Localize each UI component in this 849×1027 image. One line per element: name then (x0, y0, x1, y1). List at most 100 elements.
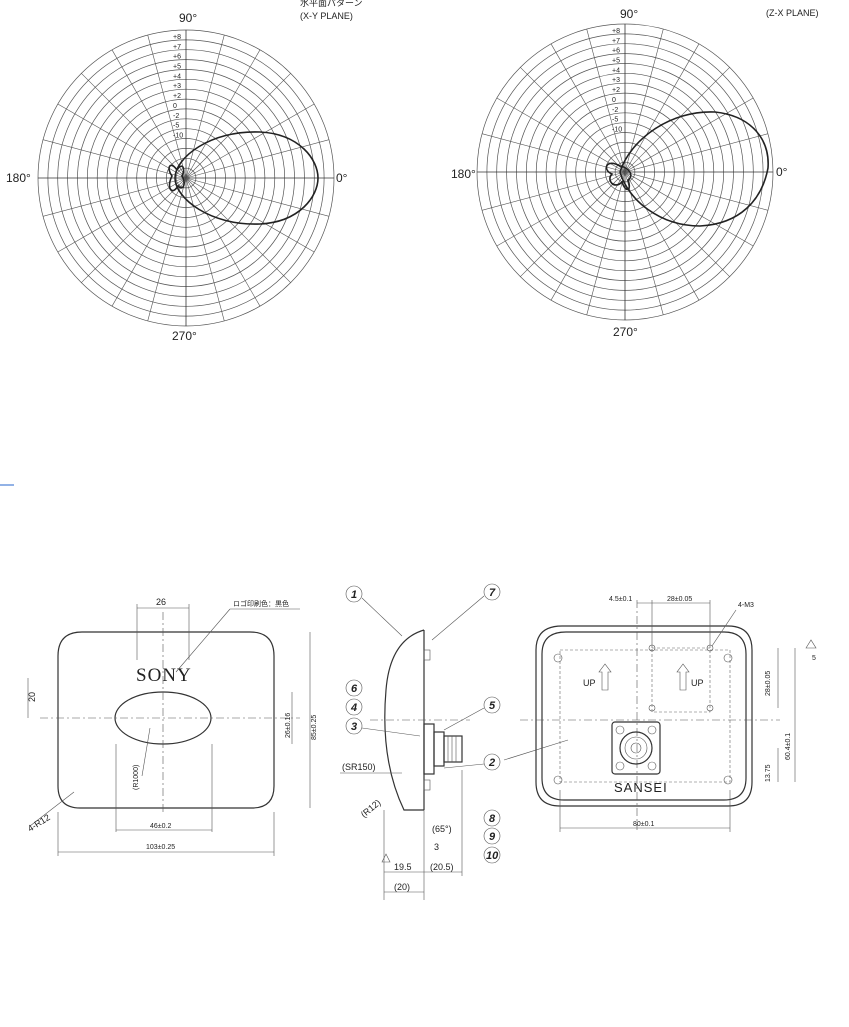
front-radius-label: (R1000) (133, 765, 140, 790)
callout-balloon (483, 753, 501, 771)
polar-plot-zx: 90° 0° 180° 270° (Z-X PLANE) +8+7+6+5+4+… (451, 7, 819, 339)
polar-spoke (81, 177, 187, 283)
polar-ring-label: +3 (612, 77, 620, 84)
polar-spoke (81, 73, 187, 179)
polar-spoke (185, 177, 315, 253)
back-up-label-1: UP (583, 678, 596, 688)
polar-spoke (481, 133, 626, 173)
callout-balloon (483, 846, 501, 864)
polar-spoke (57, 177, 187, 253)
front-corner-radius: 4-R12 (26, 812, 52, 833)
leader-line (361, 727, 421, 737)
polar-spoke (496, 171, 626, 247)
polar-ring-label: +8 (173, 34, 181, 41)
polar-ring-label: +6 (612, 48, 620, 55)
polar-ring-label: +4 (173, 73, 181, 80)
callout-balloon (483, 696, 501, 714)
polar-spoke (42, 139, 187, 179)
callout-number: 1 (351, 589, 357, 601)
polar-ring-label: -5 (173, 123, 179, 130)
polar-ring-label: +2 (173, 93, 181, 100)
polar-ring-label: +4 (612, 67, 620, 74)
back-view: UP UP SANSEI 4.5±0.1 28±0.05 4-M3 5 28±0… (503, 596, 817, 832)
polar-spoke (520, 67, 626, 173)
front-outline (57, 631, 275, 809)
back-dim-28-top: 28±0.05 (667, 596, 692, 603)
back-dim-60-4: 60.4±0.1 (785, 733, 792, 760)
polar-spoke (624, 67, 730, 173)
leader-line (431, 595, 485, 641)
polar-ring-label: -2 (173, 113, 179, 120)
callout-number: 10 (486, 850, 499, 862)
back-dim-13-75: 13.75 (765, 764, 772, 782)
polar-spoke (550, 43, 626, 173)
back-dim-4-5: 4.5±0.1 (609, 596, 632, 603)
callout-number: 9 (489, 831, 496, 843)
polar-spoke (624, 43, 700, 173)
polar-spoke (185, 73, 291, 179)
polar-spoke (185, 49, 261, 179)
leader-line (443, 707, 485, 731)
back-rev: 5 (812, 655, 816, 662)
back-dim-28-side: 28±0.05 (765, 671, 772, 696)
callout-balloon (345, 698, 363, 716)
polar-zx-label-180: 180° (451, 167, 476, 181)
callout-number: 8 (489, 813, 496, 825)
front-view: 26 ロゴ印刷色：黒色 SONY 20 26±0.16 85±0.25 (R10… (26, 597, 318, 856)
radiation-pattern-xy (168, 131, 319, 225)
callout-balloon (483, 583, 501, 601)
connector (611, 721, 661, 775)
polar-spoke (185, 177, 330, 217)
front-dim-bottom-inner: 46±0.2 (150, 823, 171, 830)
callout-balloon (345, 585, 363, 603)
polar-ring-label: +7 (612, 38, 620, 45)
polar-ring-label: +5 (173, 64, 181, 71)
polar-spoke (57, 103, 187, 179)
polar-ring-label: -2 (612, 107, 618, 114)
polar-spoke (185, 103, 315, 179)
back-holes-label: 4-M3 (738, 602, 754, 609)
polar-spoke (520, 171, 626, 277)
polar-spoke (624, 97, 754, 173)
polar-xy-label-0: 0° (336, 171, 348, 185)
callout-balloon (483, 827, 501, 845)
back-outline-inner (541, 631, 747, 801)
front-dim-left: 20 (27, 692, 37, 702)
side-dim-3: 3 (434, 842, 439, 852)
polar-ring-label: +3 (173, 83, 181, 90)
polar-zx-label-90: 90° (620, 7, 638, 21)
callout-number: 6 (351, 683, 358, 695)
leader-line (361, 597, 403, 637)
polar-plot-xy: 90° 0° 180° 270° 水平面パターン (X-Y PLANE) +8+… (6, 0, 363, 343)
polar-spoke (624, 171, 730, 277)
back-brand: SANSEI (614, 780, 668, 795)
front-dim-top: 26 (156, 597, 166, 607)
front-dim-bottom-outer: 103±0.25 (146, 844, 175, 851)
polar-spoke (185, 139, 330, 179)
side-r12-label: (R12) (359, 797, 383, 819)
front-logo-note: ロゴ印刷色：黒色 (233, 599, 289, 608)
polar-spoke (185, 177, 291, 283)
polar-ring-label: +6 (173, 54, 181, 61)
side-sr-label: (SR150) (342, 762, 376, 772)
front-dim-right-outer: 85±0.25 (311, 715, 318, 740)
polar-xy-title-jp: 水平面パターン (300, 0, 363, 8)
polar-spoke (586, 28, 626, 173)
polar-ring-label: +2 (612, 87, 620, 94)
mounting-holes (553, 644, 733, 785)
polar-spoke (185, 177, 261, 307)
back-up-label-2: UP (691, 678, 704, 688)
front-dim-right-inner: 26±0.16 (285, 713, 292, 738)
polar-spoke (42, 177, 187, 217)
polar-spoke (147, 177, 187, 322)
side-dim-20: (20) (394, 882, 410, 892)
polar-spoke (481, 171, 626, 211)
side-dim-20-5: (20.5) (430, 862, 454, 872)
polar-ring-label: -5 (612, 117, 618, 124)
callout-balloon (345, 717, 363, 735)
polar-spoke (111, 49, 187, 179)
polar-spoke (111, 177, 187, 307)
polar-spoke (496, 97, 626, 173)
